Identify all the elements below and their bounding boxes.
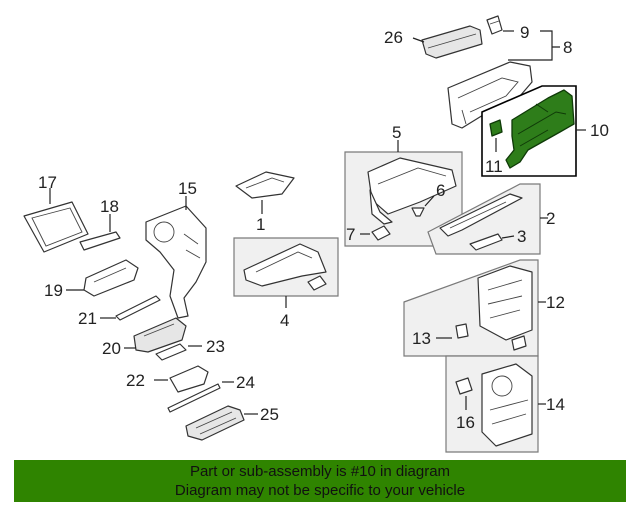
callout-2: 2	[546, 209, 555, 228]
callout-1: 1	[256, 215, 265, 234]
callout-3: 3	[517, 227, 526, 246]
part-18-trim[interactable]	[79, 231, 121, 251]
part-11-clip[interactable]	[489, 119, 503, 137]
callout-19: 19	[44, 281, 63, 300]
callout-6: 6	[436, 181, 445, 200]
parts-diagram: 26 9 8 10 11 5 6 7	[23, 15, 609, 453]
leader-26	[412, 37, 425, 43]
callout-10: 10	[590, 121, 609, 140]
callout-17: 17	[38, 173, 57, 192]
callout-23: 23	[206, 337, 225, 356]
part-25-panel[interactable]	[185, 405, 245, 441]
callout-21: 21	[78, 309, 97, 328]
part-10-box[interactable]	[481, 85, 577, 177]
callout-26: 26	[384, 28, 403, 47]
part-15-console[interactable]	[145, 205, 207, 319]
callout-12: 12	[546, 293, 565, 312]
callout-20: 20	[102, 339, 121, 358]
bracket-8	[508, 30, 560, 61]
callout-9: 9	[520, 23, 529, 42]
part-10-highlight[interactable]	[505, 89, 575, 169]
part-22[interactable]	[169, 365, 209, 393]
part-4-box[interactable]	[233, 237, 339, 297]
leader-3	[501, 235, 515, 239]
callout-25: 25	[260, 405, 279, 424]
part-12-box[interactable]	[403, 259, 539, 357]
banner-line-2: Diagram may not be specific to your vehi…	[174, 482, 466, 499]
part-14-box[interactable]	[445, 355, 539, 453]
leader-6	[424, 195, 435, 207]
part-19-bezel[interactable]	[83, 259, 139, 297]
banner-line-1: Part or sub-assembly is #10 in diagram	[189, 463, 451, 480]
callout-4: 4	[280, 311, 289, 330]
callout-14: 14	[546, 395, 565, 414]
callout-18: 18	[100, 197, 119, 216]
part-24-strip[interactable]	[167, 383, 221, 413]
part-23[interactable]	[155, 343, 187, 361]
part-21-strip[interactable]	[115, 295, 161, 321]
callout-16: 16	[456, 413, 475, 432]
info-banner: Part or sub-assembly is #10 in diagram D…	[14, 460, 626, 502]
callout-5: 5	[392, 123, 401, 142]
part-1[interactable]	[235, 171, 295, 199]
callout-22: 22	[126, 371, 145, 390]
callout-8: 8	[563, 38, 572, 57]
callout-7: 7	[346, 225, 355, 244]
part-5-box[interactable]	[344, 151, 463, 247]
part-20-panel[interactable]	[133, 317, 187, 353]
callout-24: 24	[236, 373, 255, 392]
part-9-bracket[interactable]	[486, 15, 503, 35]
part-17-display[interactable]	[23, 201, 89, 253]
part-26-cover[interactable]	[421, 25, 483, 59]
callout-11: 11	[485, 157, 503, 176]
callout-15: 15	[178, 179, 197, 198]
callout-13: 13	[412, 329, 431, 348]
